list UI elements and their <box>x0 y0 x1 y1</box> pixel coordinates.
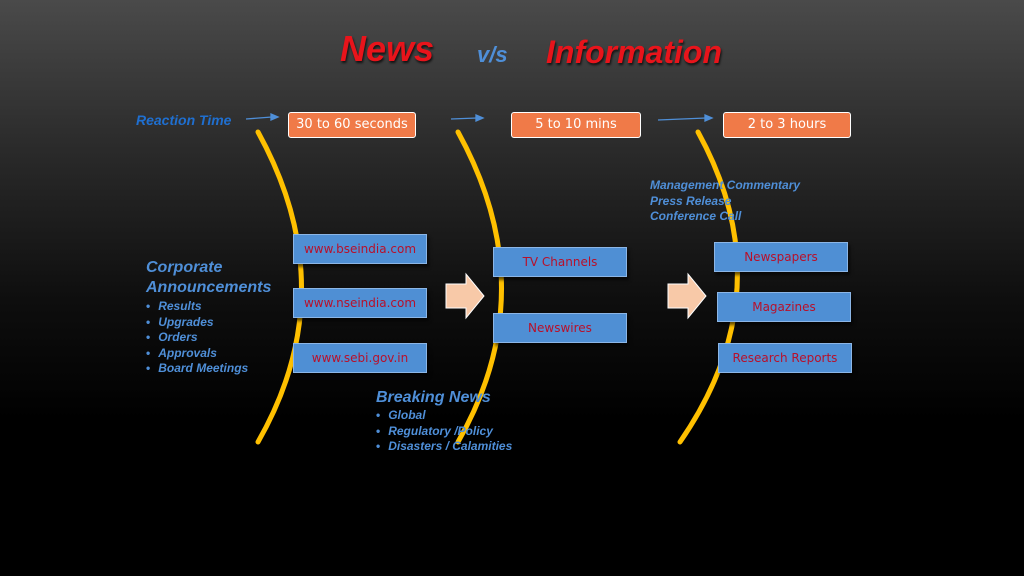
reaction-time-label: Reaction Time <box>136 112 232 128</box>
source-box-research-reports: Research Reports <box>718 343 852 373</box>
corporate-item-approvals: Approvals <box>146 346 271 362</box>
corporate-announcements: Corporate Announcements Results Upgrades… <box>146 258 271 377</box>
bracket-middle <box>455 129 504 445</box>
source-box-sebi: www.sebi.gov.in <box>293 343 427 373</box>
breaking-item-global: Global <box>376 408 512 424</box>
time-box-seconds: 30 to 60 seconds <box>288 112 416 138</box>
source-box-tv-channels: TV Channels <box>493 247 627 277</box>
corporate-item-board-meetings: Board Meetings <box>146 361 271 377</box>
conference-call: Conference Call <box>650 209 742 223</box>
press-release: Press Release <box>650 193 732 208</box>
source-box-nseindia: www.nseindia.com <box>293 288 427 318</box>
source-box-newspapers: Newspapers <box>714 242 848 272</box>
breaking-news-heading: Breaking News <box>376 389 491 406</box>
breaking-item-disasters: Disasters / Calamities <box>376 439 512 455</box>
block-arrow-1 <box>445 272 485 320</box>
title-vs: v/s <box>477 42 508 67</box>
connector-arrow-3 <box>657 117 707 121</box>
connector-arrow-2 <box>450 117 478 120</box>
block-arrow-2 <box>667 272 707 320</box>
time-box-minutes: 5 to 10 mins <box>511 112 641 138</box>
management-notes: Management Commentary Press Release Conf… <box>650 178 800 225</box>
management-commentary: Management Commentary <box>650 178 801 192</box>
time-box-hours: 2 to 3 hours <box>723 112 851 138</box>
corporate-heading-line2: Announcements <box>146 279 272 296</box>
source-box-newswires: Newswires <box>493 313 627 343</box>
title-news: News <box>340 28 435 69</box>
breaking-news: Breaking News Global Regulatory /Policy … <box>376 388 512 455</box>
corporate-heading-line1: Corporate <box>146 259 223 276</box>
breaking-item-regulatory: Regulatory /Policy <box>376 424 512 440</box>
source-box-magazines: Magazines <box>717 292 851 322</box>
bracket-right <box>677 129 740 445</box>
title-information: Information <box>546 34 722 70</box>
corporate-item-upgrades: Upgrades <box>146 315 271 331</box>
corporate-item-results: Results <box>146 299 271 315</box>
corporate-item-orders: Orders <box>146 330 271 346</box>
connector-arrow-1 <box>245 116 273 120</box>
source-box-bseindia: www.bseindia.com <box>293 234 427 264</box>
